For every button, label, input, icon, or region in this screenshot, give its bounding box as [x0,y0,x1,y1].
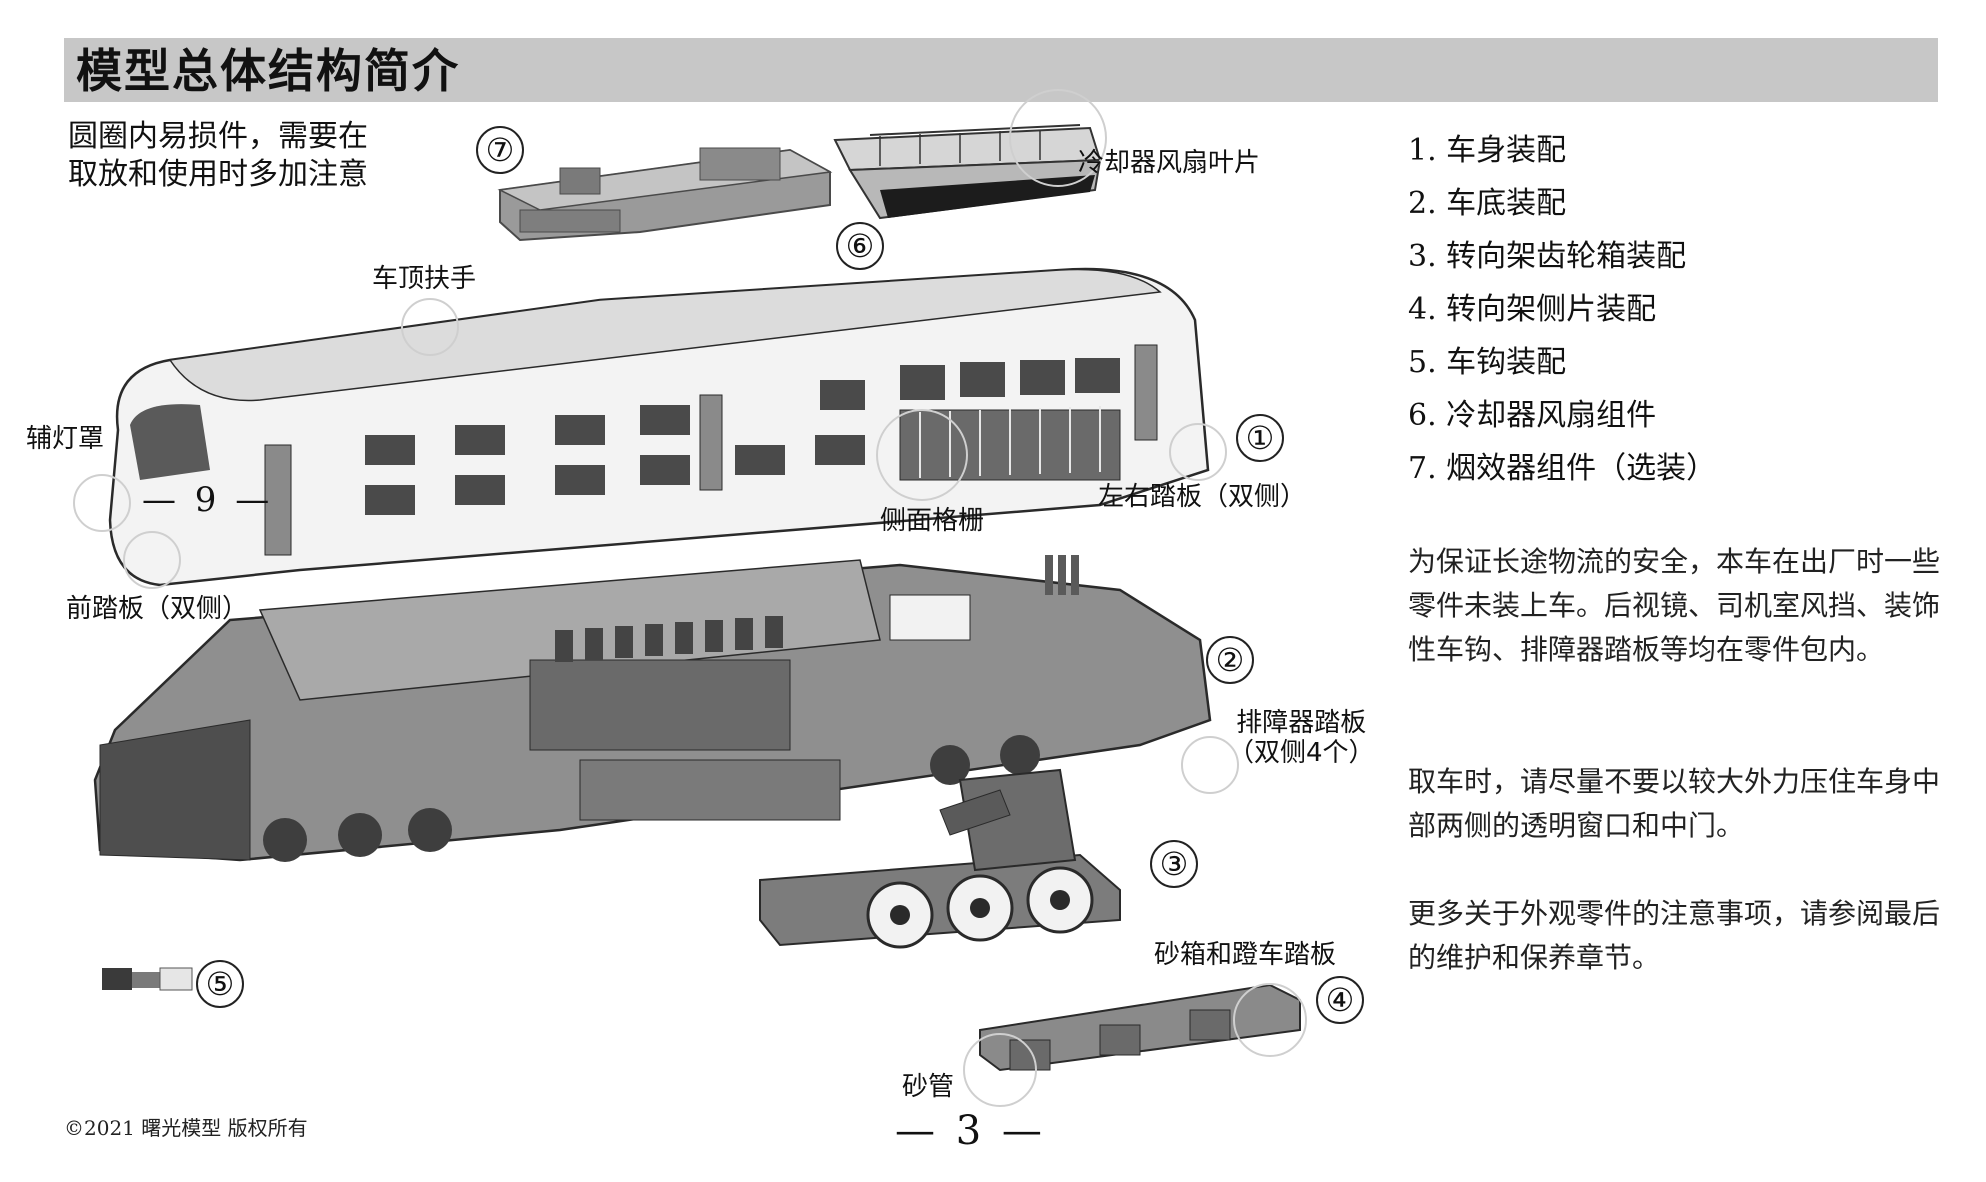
callout-cooler-fan-blade: 冷却器风扇叶片 [1078,148,1261,178]
page-number: — 3 — [895,1108,1046,1154]
callout-side-grille: 侧面格栅 [880,506,985,536]
underframe-illustration [93,555,1239,862]
bogie-gearbox-illustration [759,768,1121,949]
parts-list-item: 1. 车身装配 [1408,133,1567,168]
marker-5: ⑤ [196,960,244,1008]
cooler-fan-illustration [833,89,1107,220]
parts-list-item: 2. 车底装配 [1408,186,1567,221]
callout-lr-steps: 左右踏板（双侧） [1098,482,1307,512]
marker-6: ⑥ [836,222,884,270]
fragile-note-line-2: 取放和使用时多加注意 [68,157,368,192]
illustration-page-number: — 9 — [142,480,274,520]
marker-7: ⑦ [476,126,524,174]
smoke-unit-illustration [497,147,833,242]
parts-list: 1. 车身装配 2. 车底装配 3. 转向架齿轮箱装配 4. 转向架侧片装配 5… [1408,124,1716,495]
title-banner: 模型总体结构简介 [64,38,1938,102]
callout-front-steps: 前踏板（双侧） [66,594,249,624]
copyright-notice: ©2021 曙光模型 版权所有 [64,1116,308,1140]
parts-list-item: 5. 车钩装配 [1408,345,1567,380]
parts-list-item: 7. 烟效器组件（选装） [1408,451,1717,486]
callout-sand-pipe: 砂管 [902,1072,955,1102]
parts-list-item: 4. 转向架侧片装配 [1408,292,1657,327]
callout-sandbox-steps: 砂箱和蹬车踏板 [1154,940,1337,970]
fragile-parts-note: 圆圈内易损件，需要在 取放和使用时多加注意 [68,118,368,194]
marker-4: ④ [1316,976,1364,1024]
callout-pilot-steps: 排障器踏板 （双侧4个） [1228,708,1375,768]
page-title: 模型总体结构简介 [76,44,460,98]
handling-note-paragraph: 取车时，请尽量不要以较大外力压住车身中部两侧的透明窗口和中门。 [1408,765,1941,842]
car-body-illustration [73,267,1227,589]
maintenance-reference-paragraph: 更多关于外观零件的注意事项，请参阅最后的维护和保养章节。 [1408,897,1941,974]
marker-2: ② [1206,636,1254,684]
marker-3: ③ [1150,840,1198,888]
callout-roof-handrail: 车顶扶手 [372,264,477,294]
parts-list-item: 6. 冷却器风扇组件 [1408,398,1657,433]
fragile-note-line-1: 圆圈内易损件，需要在 [68,119,368,154]
callout-pilot-steps-line-2: （双侧4个） [1228,738,1375,768]
bogie-sideframe-illustration [963,983,1307,1107]
marker-1: ① [1236,414,1284,462]
coupler-illustration [102,967,193,991]
parts-list-item: 3. 转向架齿轮箱装配 [1408,239,1687,274]
shipping-note-paragraph: 为保证长途物流的安全，本车在出厂时一些零件未装上车。后视镜、司机室风挡、装饰性车… [1408,545,1941,666]
callout-aux-light-cover: 辅灯罩 [26,424,105,454]
callout-pilot-steps-line-1: 排障器踏板 [1236,708,1367,738]
